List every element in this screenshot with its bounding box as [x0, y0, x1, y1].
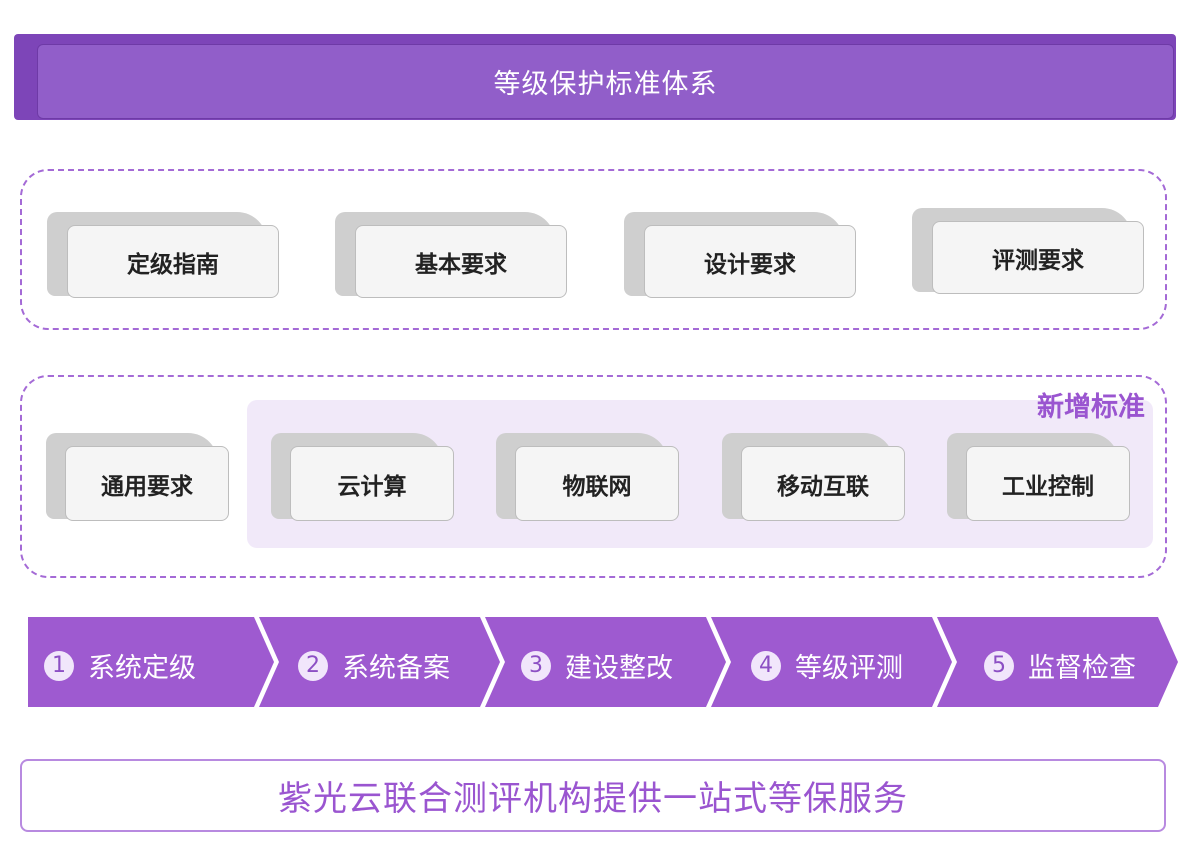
step-number: 4: [751, 650, 781, 681]
process-arrow-3: [485, 617, 726, 707]
footer-banner: 紫光云联合测评机构提供一站式等保服务: [20, 759, 1166, 832]
process-arrow-1: [28, 617, 274, 707]
extended-group: [20, 375, 1167, 578]
process-step-1: 1 系统定级: [44, 646, 196, 685]
step-label: 系统备案: [342, 653, 450, 684]
process-step-3: 3 建设整改: [521, 646, 673, 685]
process-step-2: 2 系统备案: [298, 646, 450, 685]
step-number: 1: [44, 650, 74, 681]
step-label: 等级评测: [795, 653, 903, 684]
block-label: 物联网: [562, 473, 632, 500]
block-label: 通用要求: [101, 473, 193, 500]
block-label: 云计算: [337, 473, 407, 500]
process-arrows: [28, 617, 1178, 707]
process-arrow-2: [259, 617, 500, 707]
new-standards-label: 新增标准: [1037, 392, 1145, 423]
block-label: 移动互联: [777, 473, 869, 500]
block-label: 设计要求: [704, 251, 796, 278]
step-number: 3: [521, 650, 551, 681]
standards-group: [20, 169, 1167, 330]
step-label: 监督检查: [1028, 653, 1136, 684]
step-label: 系统定级: [88, 653, 196, 684]
header-banner: 等级保护标准体系: [37, 44, 1174, 119]
process-step-4: 4 等级评测: [751, 646, 903, 685]
step-number: 5: [984, 650, 1014, 681]
step-number: 2: [298, 650, 328, 681]
block-label: 工业控制: [1002, 473, 1094, 500]
process-step-5: 5 监督检查: [984, 646, 1136, 685]
process-arrow-5: [937, 617, 1178, 707]
block-label: 定级指南: [127, 251, 219, 278]
block-label: 基本要求: [415, 251, 507, 278]
footer-text: 紫光云联合测评机构提供一站式等保服务: [278, 779, 908, 819]
process-flow: 1 系统定级 2 系统备案 3 建设整改 4 等级评测 5 监督检查: [28, 617, 1178, 707]
header-title: 等级保护标准体系: [493, 69, 718, 100]
step-label: 建设整改: [565, 653, 673, 684]
block-label: 评测要求: [992, 247, 1084, 274]
process-arrow-4: [711, 617, 952, 707]
